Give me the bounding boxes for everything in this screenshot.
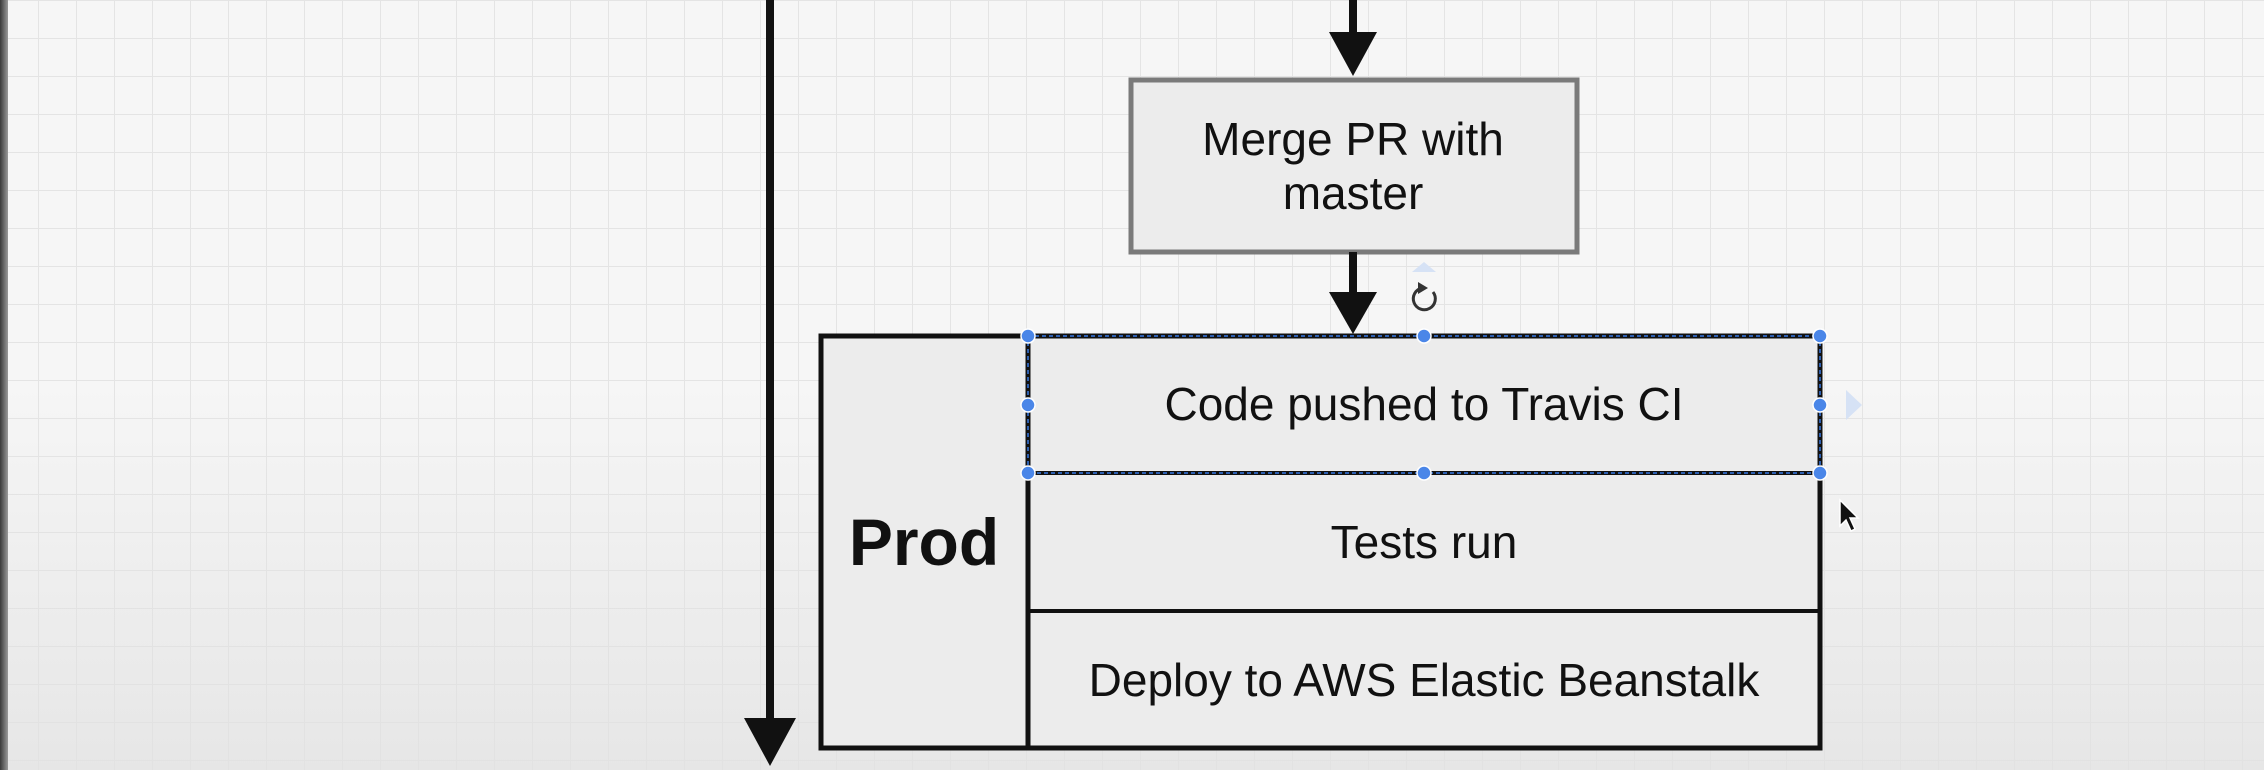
prod-group-box[interactable] <box>818 333 1823 751</box>
selection-handles[interactable] <box>1020 328 1828 481</box>
mouse-cursor-icon <box>1839 498 1860 533</box>
handle-left[interactable] <box>1020 397 1036 413</box>
handle-bottom-right[interactable] <box>1812 465 1828 481</box>
step-tests-run[interactable]: Tests run <box>1330 516 1518 568</box>
handle-right[interactable] <box>1812 397 1828 413</box>
handle-bottom[interactable] <box>1416 465 1432 481</box>
step-deploy[interactable]: Deploy to AWS Elastic Beanstalk <box>1088 654 1760 706</box>
rotate-icon[interactable] <box>1411 282 1437 312</box>
top-arrowhead <box>1329 32 1377 76</box>
merge-pr-label: Merge PR with master <box>1202 113 1504 219</box>
handle-top-left[interactable] <box>1020 328 1036 344</box>
handle-bottom-left[interactable] <box>1020 465 1036 481</box>
merge-to-prod-arrowhead <box>1329 292 1377 334</box>
connect-arrow-right-icon[interactable] <box>1846 390 1862 420</box>
handle-top-right[interactable] <box>1812 328 1828 344</box>
prod-label: Prod <box>848 504 1000 579</box>
bypass-arrowhead <box>744 718 796 766</box>
merge-pr-box[interactable] <box>1128 77 1580 255</box>
handle-top[interactable] <box>1416 328 1432 344</box>
window-edge <box>0 0 8 770</box>
step-code-pushed[interactable]: Code pushed to Travis CI <box>1164 378 1684 430</box>
connect-arrow-up-icon[interactable] <box>1412 262 1436 272</box>
